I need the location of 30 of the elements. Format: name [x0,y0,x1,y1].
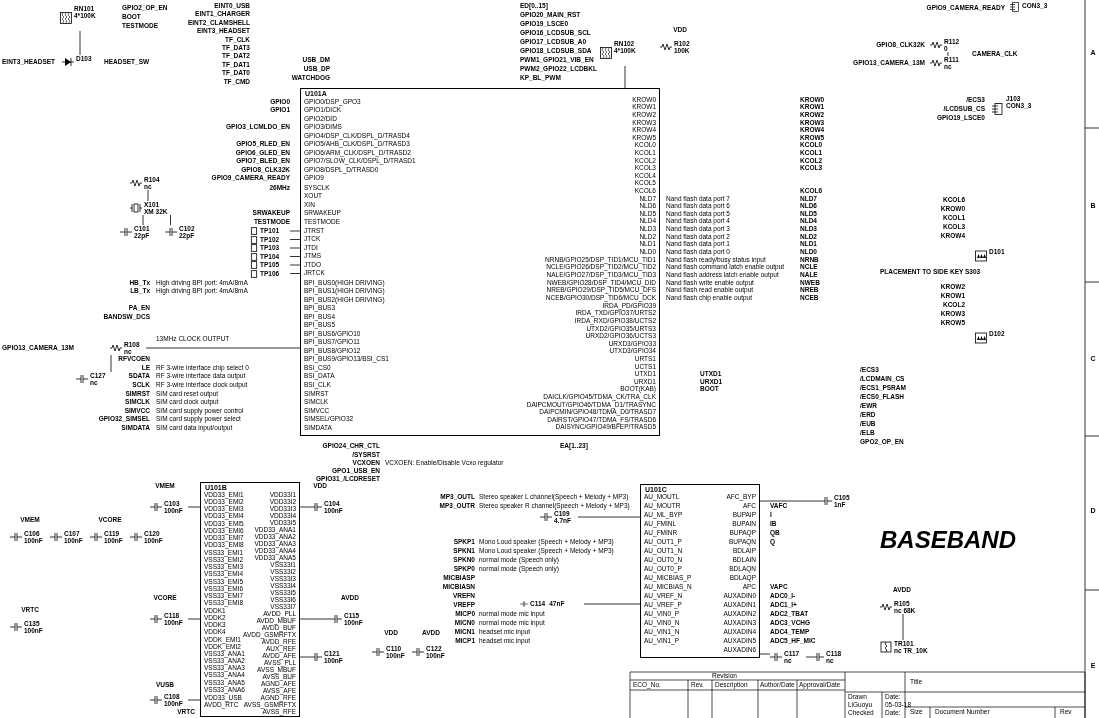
wire [289,239,301,240]
wire [79,30,81,56]
wire [583,603,641,605]
ic-block [200,482,300,717]
wire [289,264,301,266]
wire [110,354,112,373]
wire [299,656,311,658]
wire [624,65,626,89]
wire [147,189,149,202]
wire [759,500,821,502]
wire [187,618,201,620]
wire [170,214,171,226]
wire [947,51,949,57]
wire [805,656,813,658]
ic-block [300,88,660,436]
wire [759,653,771,655]
wire [299,506,311,508]
wire [187,506,201,508]
wire [902,613,904,641]
wire [299,618,331,620]
wire [187,699,201,701]
heading: BASEBAND [880,528,1016,552]
wire [289,247,301,249]
wire [142,214,144,226]
wire [289,230,301,232]
ic-block [640,484,760,658]
wire [289,273,301,274]
wire [145,347,301,349]
wire [289,256,301,257]
wire [577,516,641,518]
